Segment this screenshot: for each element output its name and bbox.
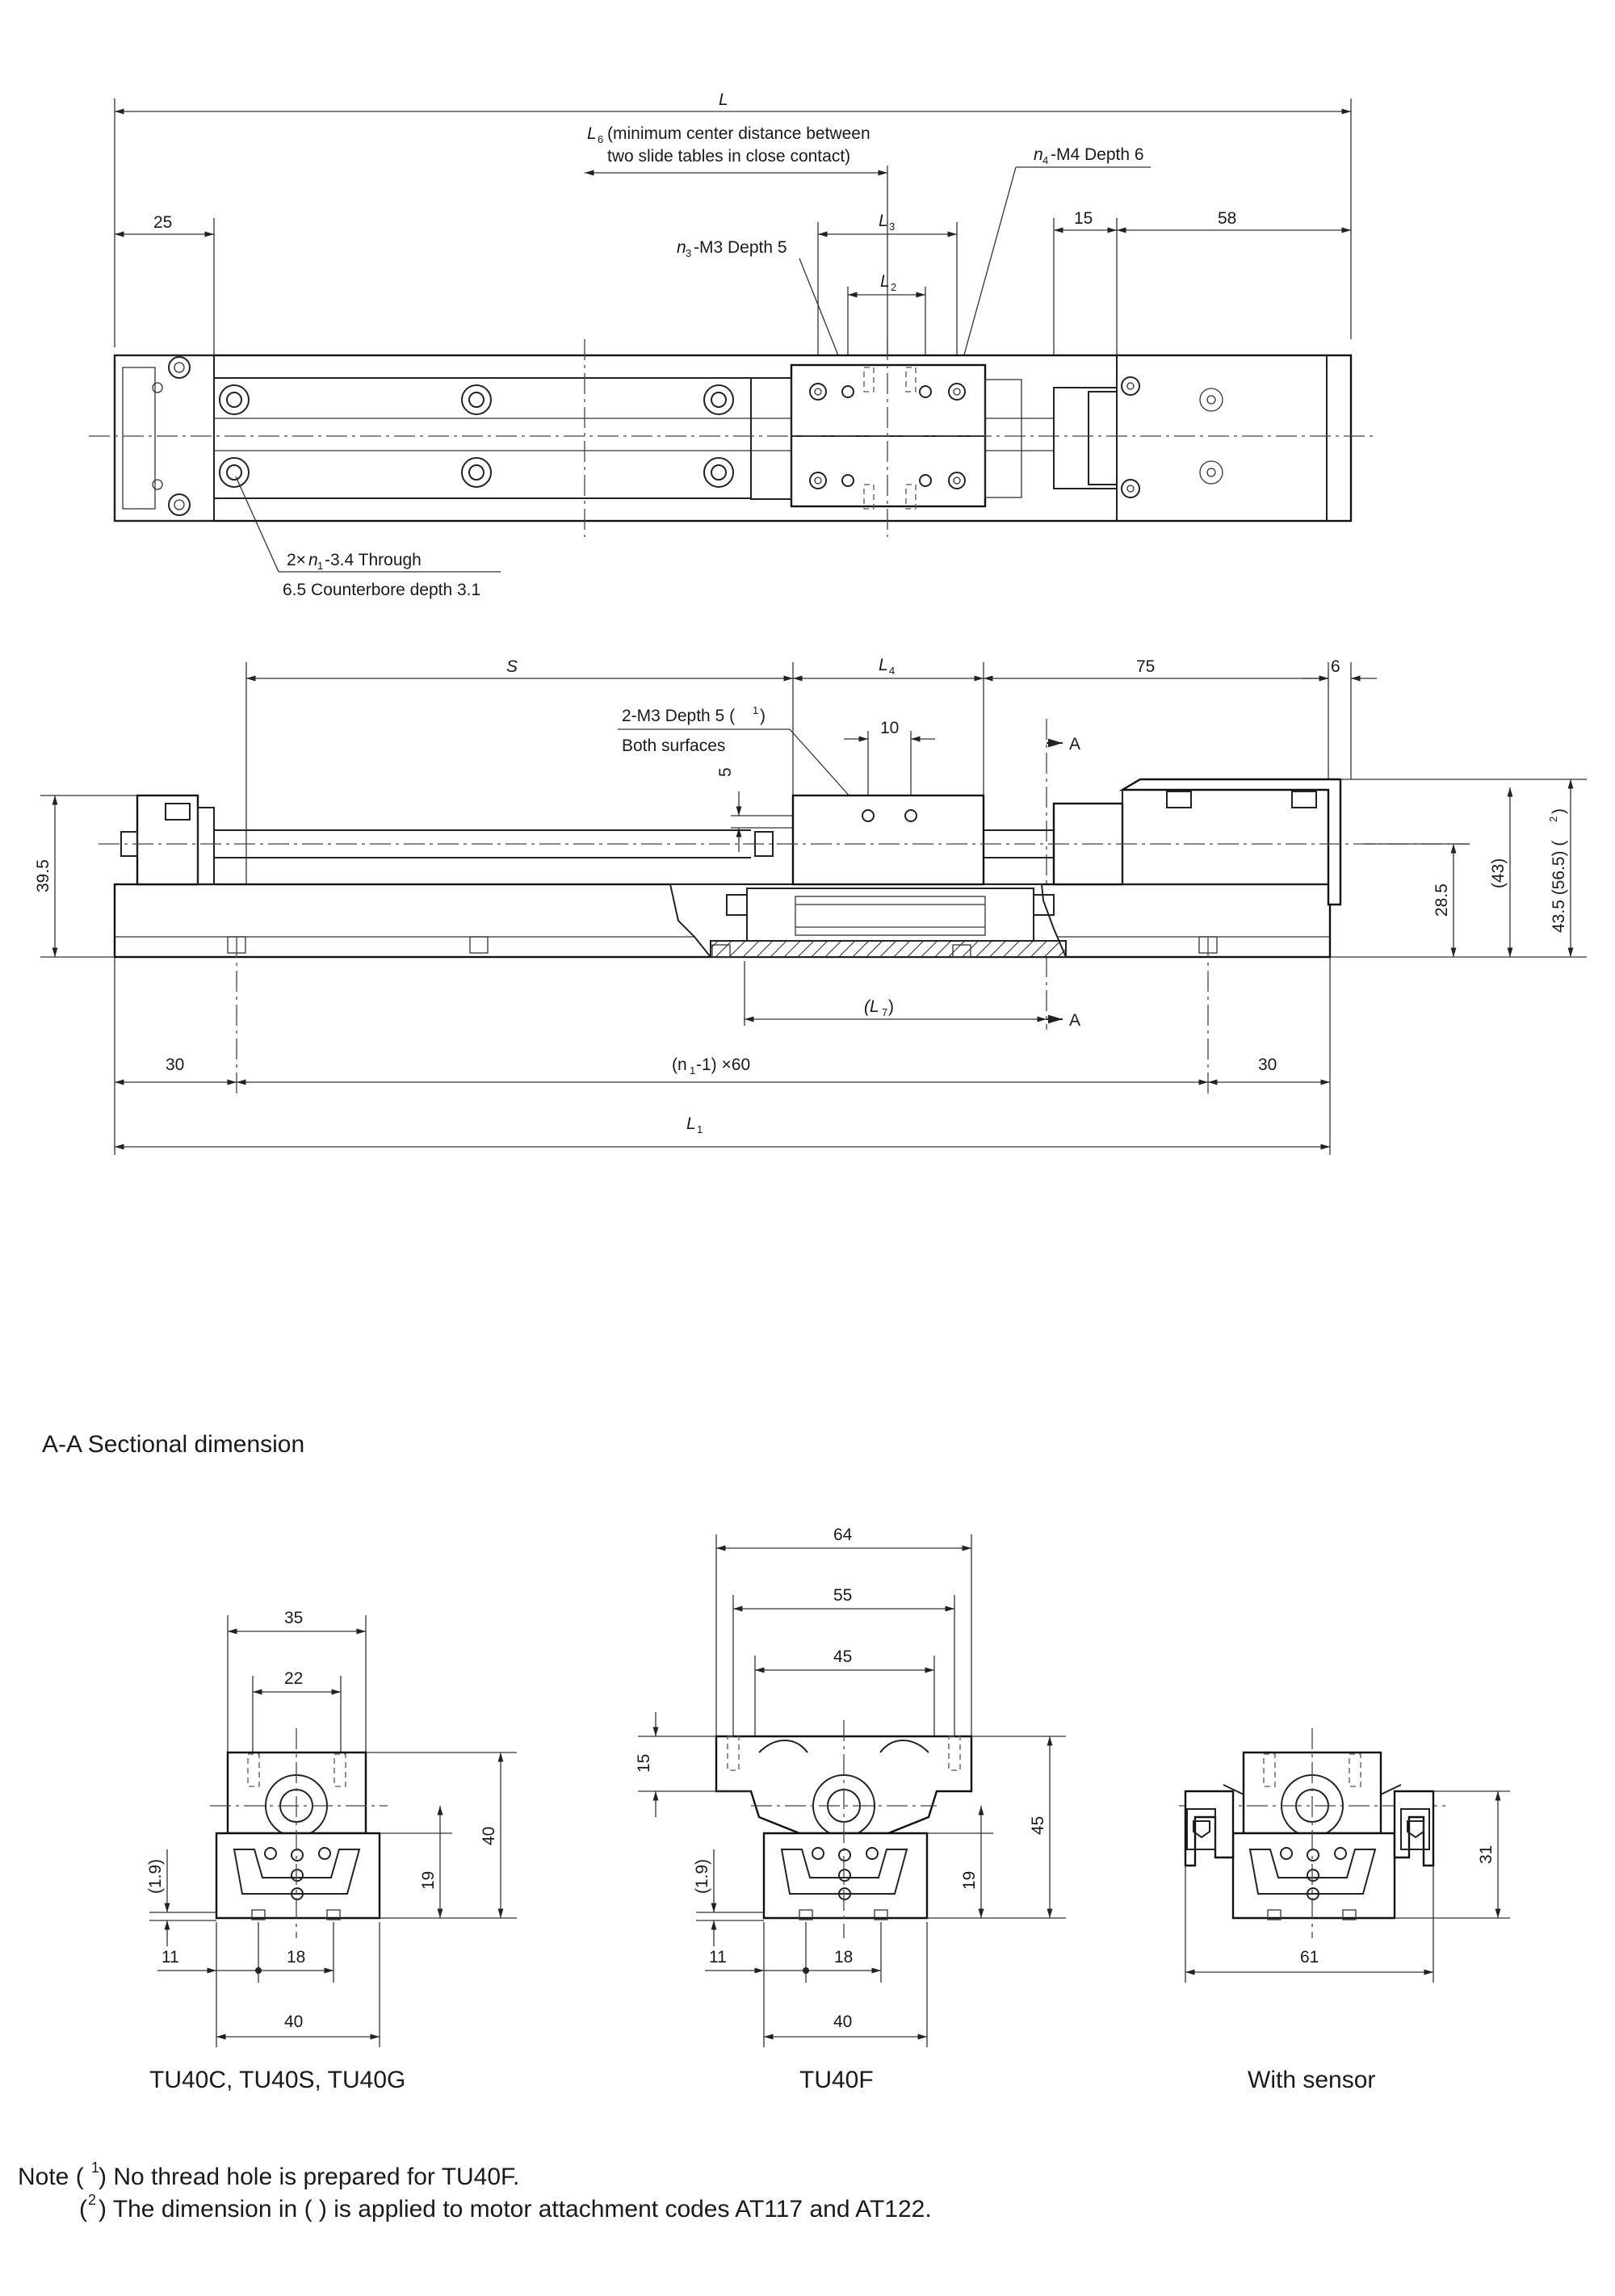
tu40f-dim-64: 64 xyxy=(833,1526,853,1544)
counterbore-holes xyxy=(219,384,734,488)
tu40f-dim-15: 15 xyxy=(635,1754,653,1773)
dim-10: 10 xyxy=(880,719,899,737)
dim-5: 5 xyxy=(716,767,735,777)
callout-m3-close: ) xyxy=(760,707,766,725)
dim-pitch-sub: 1 xyxy=(690,1064,695,1077)
dim-58: 58 xyxy=(1218,209,1236,228)
dim-43: (43) xyxy=(1489,858,1508,888)
dim-75: 75 xyxy=(1136,657,1155,676)
tu40c-dim-11: 11 xyxy=(162,1948,179,1967)
callout-n3-text: -M3 Depth 5 xyxy=(694,238,787,257)
dim-S: S xyxy=(506,657,518,676)
dim-L4: L xyxy=(879,656,888,674)
tu40c-caption: TU40C, TU40S, TU40G xyxy=(149,2067,405,2093)
tu40f-dim-55: 55 xyxy=(833,1586,852,1605)
sensor-caption: With sensor xyxy=(1248,2067,1375,2093)
dim-6: 6 xyxy=(1331,657,1340,676)
section-a-top: A xyxy=(1069,735,1080,753)
callout-n4-n: n xyxy=(1034,145,1043,164)
dim-L6: L xyxy=(587,124,597,143)
dim-28-5: 28.5 xyxy=(1433,884,1451,917)
section-tu40f: 64 55 45 15 45 xyxy=(635,1526,1066,2093)
tu40c-dim-19: 19 xyxy=(419,1871,438,1890)
dim-L7-close: ) xyxy=(888,997,894,1016)
dim-L3: L xyxy=(879,212,888,230)
dim-L1: L xyxy=(686,1114,696,1133)
dim-pitch-pre: (n xyxy=(672,1056,687,1074)
dim-L2: L xyxy=(880,272,890,291)
tu40c-dim-35: 35 xyxy=(284,1609,303,1627)
dim-30-right: 30 xyxy=(1258,1056,1277,1074)
dim-L3-sub: 3 xyxy=(889,220,895,233)
section-tu40c: 35 22 40 19 (1.9) xyxy=(146,1609,517,2093)
dim-L7: (L xyxy=(864,997,879,1016)
dim-43-5: 43.5 (56.5) ( xyxy=(1550,841,1568,933)
notes: Note ( 1 ) No thread hole is prepared fo… xyxy=(18,2160,932,2223)
callout-hole-n: n xyxy=(308,551,318,569)
tu40c-dim-18: 18 xyxy=(287,1948,305,1967)
dim-30-left: 30 xyxy=(166,1056,184,1074)
note-1-text: ) No thread hole is prepared for TU40F. xyxy=(99,2164,519,2190)
callout-n3-n: n xyxy=(677,238,686,257)
note-1-ref: 1 xyxy=(91,2160,99,2176)
side-view: S L 4 75 6 10 5 2-M3 Depth 5 ( 1 ) Both … xyxy=(34,656,1587,1155)
tu40c-dim-40-w: 40 xyxy=(284,2013,303,2031)
tu40f-dim-18: 18 xyxy=(834,1948,853,1967)
dim-L2-sub: 2 xyxy=(891,281,896,293)
callout-n3-sub: 3 xyxy=(686,247,691,259)
dim-L: L xyxy=(719,90,728,109)
top-view: L L 6 (minimum center distance between t… xyxy=(89,90,1377,599)
dim-43-5-close: ) xyxy=(1550,808,1568,814)
callout-m3-2: Both surfaces xyxy=(622,737,725,755)
callout-hole-line2: 6.5 Counterbore depth 3.1 xyxy=(283,581,480,599)
dim-L6-sub: 6 xyxy=(598,133,603,145)
section-a-bottom: A xyxy=(1069,1011,1080,1030)
sensor-dim-61: 61 xyxy=(1300,1948,1319,1967)
callout-n4-sub: 4 xyxy=(1042,154,1048,166)
callout-m3-1: 2-M3 Depth 5 ( xyxy=(622,707,735,725)
callout-n4-text: -M4 Depth 6 xyxy=(1051,145,1144,164)
sensor-dim-31: 31 xyxy=(1477,1845,1495,1864)
tu40f-caption: TU40F xyxy=(799,2067,874,2093)
tu40f-dim-1-9: (1.9) xyxy=(693,1859,711,1894)
tu40c-dim-22: 22 xyxy=(284,1669,303,1688)
note-2-ref: 2 xyxy=(88,2192,96,2208)
dim-L6-note-2: two slide tables in close contact) xyxy=(607,147,850,166)
dim-pitch-rest: -1) ×60 xyxy=(696,1056,750,1074)
tu40c-dim-40-h: 40 xyxy=(480,1827,498,1845)
note-1-prefix: Note ( xyxy=(18,2164,84,2190)
dim-15-top: 15 xyxy=(1074,209,1093,228)
note-2-text: ) The dimension in ( ) is applied to mot… xyxy=(99,2196,932,2223)
tu40f-dim-11: 11 xyxy=(709,1948,727,1967)
section-with-sensor: 31 61 With sensor xyxy=(1179,1728,1510,2093)
dim-L7-sub: 7 xyxy=(882,1006,887,1018)
callout-hole-text: -3.4 Through xyxy=(325,551,422,569)
tu40c-dim-1-9: (1.9) xyxy=(146,1859,165,1894)
tu40f-dim-40: 40 xyxy=(833,2013,852,2031)
dim-L1-sub: 1 xyxy=(697,1123,703,1135)
note-2-prefix: ( xyxy=(79,2196,87,2223)
dim-43-5-ref: 2 xyxy=(1547,816,1559,822)
tu40f-dim-45-w: 45 xyxy=(833,1647,852,1666)
dim-39-5: 39.5 xyxy=(34,859,52,892)
dim-L4-sub: 4 xyxy=(889,665,895,677)
section-heading: A-A Sectional dimension xyxy=(42,1431,304,1458)
callout-hole-sub: 1 xyxy=(317,560,323,572)
callout-hole-pre: 2× xyxy=(287,551,306,569)
dim-25: 25 xyxy=(153,213,172,232)
tu40f-dim-19: 19 xyxy=(960,1871,979,1890)
dim-L6-note-1: (minimum center distance between xyxy=(607,124,870,143)
tu40f-dim-45-h: 45 xyxy=(1029,1816,1047,1835)
callout-m3-ref: 1 xyxy=(753,704,758,716)
